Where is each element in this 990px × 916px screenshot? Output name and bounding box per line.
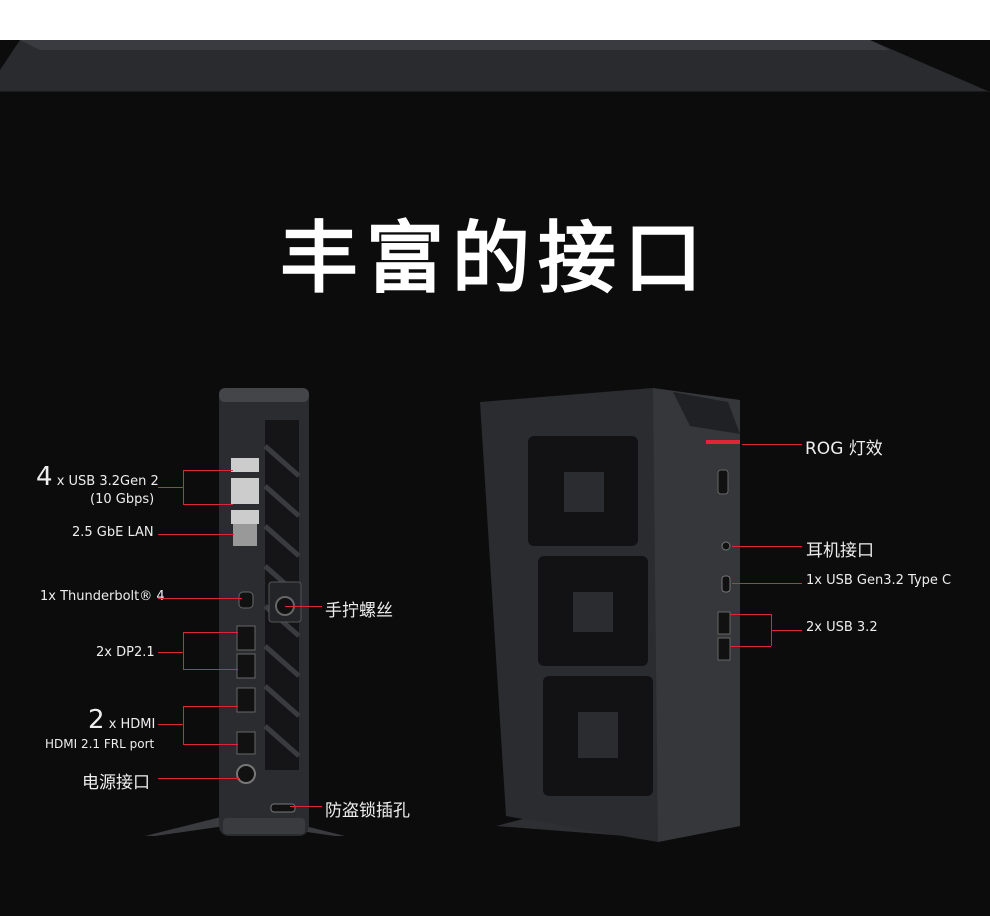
usb32-bracket-bottom	[730, 646, 771, 647]
usb-bracket-top	[183, 470, 233, 471]
device-top-edge-image	[0, 40, 990, 92]
headphone-line	[732, 546, 802, 547]
dp-bracket-bottom	[183, 669, 238, 670]
top-white-band	[0, 0, 990, 40]
page-title: 丰富的接口	[279, 214, 710, 304]
screw-line	[285, 606, 322, 607]
front-device-image	[480, 388, 740, 842]
usbc-line	[732, 583, 802, 584]
usb-bracket-vertical	[183, 470, 184, 505]
hdmi-count: 2	[88, 705, 105, 735]
lan-label: 2.5 GbE LAN	[72, 525, 154, 540]
headphone-label: 耳机接口	[806, 541, 874, 561]
rog-light-label: ROG 灯效	[805, 439, 883, 459]
hdmi-port-label: HDMI 2.1 FRL port	[45, 737, 155, 751]
hdmi-bracket-lead	[158, 724, 183, 725]
lan-line	[158, 534, 234, 535]
rear-device-image	[145, 388, 345, 836]
lock-label: 防盗锁插孔	[325, 801, 410, 821]
usb32-bracket-top	[730, 614, 771, 615]
usb32-bracket-lead	[771, 630, 802, 631]
screw-label: 手拧螺丝	[325, 601, 393, 621]
hdmi-text: x HDMI	[108, 717, 156, 732]
power-line	[158, 778, 240, 779]
usb32-label: 2x USB 3.2	[806, 620, 878, 635]
power-label: 电源接口	[82, 773, 150, 793]
hdmi-bracket-top	[183, 706, 238, 707]
dp-label: 2x DP2.1	[96, 645, 155, 660]
usb-bracket-lead	[158, 487, 183, 488]
dp-bracket-vertical	[183, 632, 184, 669]
rog-light-line	[742, 444, 802, 445]
dp-bracket-top	[183, 632, 238, 633]
hdmi-bracket-vertical	[183, 706, 184, 744]
usbc-label: 1x USB Gen3.2 Type C	[806, 573, 952, 588]
dp-bracket-lead	[158, 652, 183, 653]
usb-speed-label: (10 Gbps)	[90, 492, 155, 507]
lock-line	[290, 806, 322, 807]
thunderbolt-line	[158, 598, 242, 599]
hdmi-bracket-bottom	[183, 744, 238, 745]
usb-count: 4	[36, 462, 53, 492]
hdmi-count-label: 2 x HDMI	[88, 705, 155, 735]
usb-bracket-bottom	[183, 504, 233, 505]
usb-text: x USB 3.2Gen 2	[56, 474, 159, 489]
usb-count-label: 4 x USB 3.2Gen 2	[36, 462, 159, 492]
thunderbolt-label: 1x Thunderbolt® 4	[40, 589, 165, 604]
